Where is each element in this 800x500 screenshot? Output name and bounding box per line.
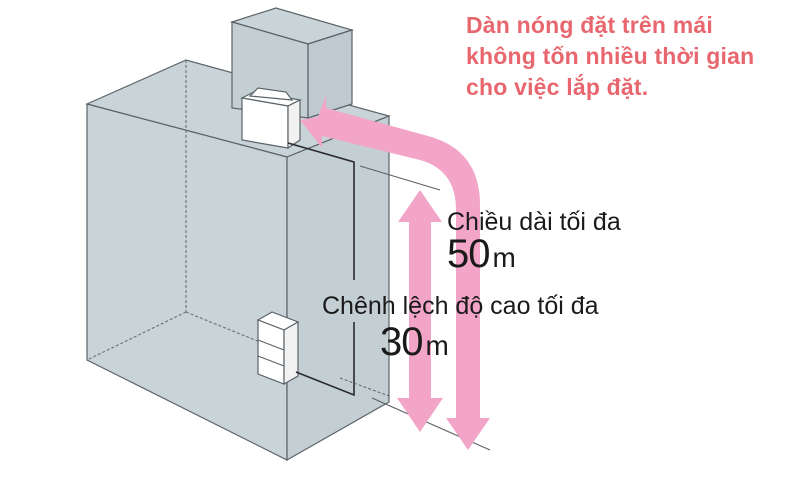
height-difference-arrow: [397, 190, 443, 432]
headline-callout: Dàn nóng đặt trên mái không tốn nhiều th…: [466, 10, 796, 103]
height-difference-number: 30: [380, 320, 423, 364]
max-length-label: Chiều dài tối đa: [447, 208, 621, 236]
height-difference-label: Chênh lệch độ cao tối đa: [322, 292, 599, 320]
max-length-number: 50: [447, 232, 490, 276]
max-length-arrow: [300, 95, 490, 450]
headline-line-3: cho việc lắp đặt.: [466, 74, 649, 100]
max-length-unit: m: [492, 242, 516, 273]
indoor-unit: [256, 311, 300, 386]
headline-line-2: không tốn nhiều thời gian: [466, 43, 755, 69]
headline-line-1: Dàn nóng đặt trên mái: [466, 12, 713, 38]
refrigerant-pipe: [287, 142, 390, 397]
height-difference-unit: m: [425, 330, 449, 361]
outdoor-unit: [240, 87, 302, 150]
